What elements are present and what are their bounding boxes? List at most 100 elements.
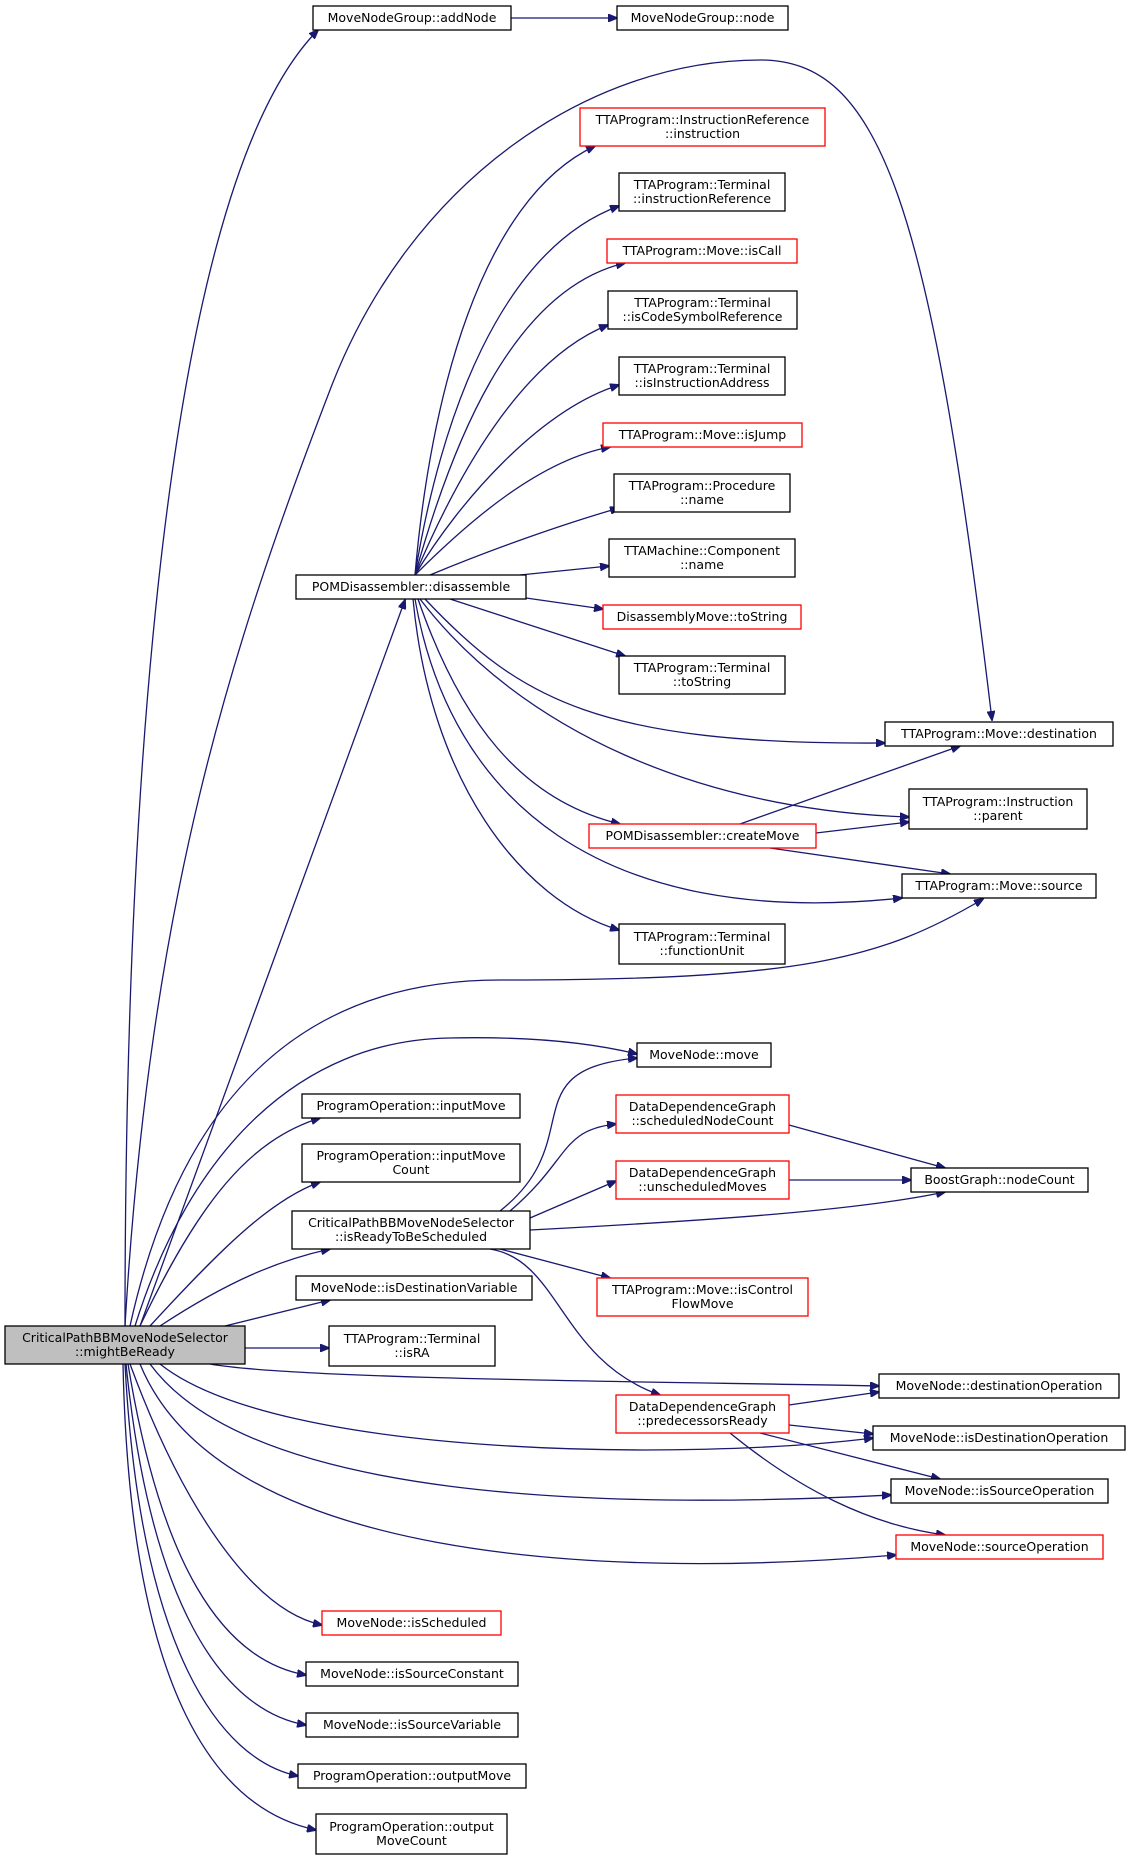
edge-root-to-isSourceOperation [149, 1363, 891, 1501]
node-outputMove[interactable]: ProgramOperation::outputMove [297, 1763, 527, 1789]
edge-root-to-isDestinationVariable [224, 1300, 330, 1327]
node-predecessorsReady[interactable]: DataDependenceGraph::predecessorsReady [615, 1394, 790, 1434]
node-instructionReference[interactable]: TTAProgram::Terminal::instructionReferen… [618, 172, 786, 212]
node-isSourceVariable[interactable]: MoveNode::isSourceVariable [305, 1712, 519, 1738]
node-label: TTAProgram::Move::isJump [618, 427, 787, 442]
node-createMove[interactable]: POMDisassembler::createMove [588, 823, 817, 849]
edge-root-to-inputMoveCount [149, 1182, 320, 1327]
node-label: MoveNode::isSourceVariable [323, 1717, 501, 1732]
node-isCodeSymbolReference[interactable]: TTAProgram::Terminal::isCodeSymbolRefere… [607, 290, 798, 330]
node-label: MoveNode::destinationOperation [896, 1378, 1103, 1393]
node-label: DataDependenceGraph [629, 1099, 776, 1114]
edge-root-to-destination [124, 59, 992, 1327]
node-label: TTAProgram::Terminal [633, 929, 771, 944]
node-box [901, 873, 1097, 899]
node-box [618, 655, 786, 695]
node-label: MoveNode::isSourceConstant [320, 1666, 504, 1681]
node-label: MoveNode::isDestinationOperation [890, 1430, 1109, 1445]
edge-root-to-isDestinationOperation [159, 1363, 873, 1451]
node-box [579, 107, 826, 147]
node-node[interactable]: MoveNodeGroup::node [616, 5, 789, 31]
node-isDestinationVariable[interactable]: MoveNode::isDestinationVariable [295, 1275, 533, 1301]
node-isDestinationOperation[interactable]: MoveNode::isDestinationOperation [872, 1425, 1126, 1451]
node-box [295, 1275, 533, 1301]
node-label: TTAProgram::Move::isControl [611, 1282, 793, 1297]
node-label: TTAProgram::Terminal [343, 1331, 481, 1346]
edge-disassemble-to-instructionReference [414, 206, 619, 576]
edge-createMove-to-destination [739, 746, 960, 825]
node-label: DataDependenceGraph [629, 1399, 776, 1414]
edge-root-to-addNode [124, 30, 318, 1327]
node-instruction[interactable]: TTAProgram::InstructionReference::instru… [579, 107, 826, 147]
edge-createMove-to-parent [815, 822, 909, 834]
node-functionUnit[interactable]: TTAProgram::Terminal::functionUnit [618, 923, 786, 965]
node-label: TTAProgram::Terminal [633, 660, 771, 675]
edge-isReadyToBeScheduled-to-move [499, 1058, 637, 1212]
edge-root-to-disassemble [139, 600, 405, 1327]
edge-isReadyToBeScheduled-to-predecessorsReady [489, 1248, 660, 1395]
node-label: ::instructionReference [633, 191, 771, 206]
edge-disassemble-to-compName [519, 566, 609, 576]
node-procName[interactable]: TTAProgram::Procedure::name [613, 473, 791, 513]
node-destinationOperation[interactable]: MoveNode::destinationOperation [878, 1373, 1120, 1399]
node-label: ::unscheduledMoves [638, 1179, 766, 1194]
edge-disassemble-to-isInstructionAddress [414, 385, 619, 576]
node-dmToString[interactable]: DisassemblyMove::toString [602, 604, 802, 630]
node-parent[interactable]: TTAProgram::Instruction::parent [908, 788, 1088, 830]
node-destination[interactable]: TTAProgram::Move::destination [884, 721, 1114, 747]
node-unscheduledMoves[interactable]: DataDependenceGraph::unscheduledMoves [615, 1160, 790, 1200]
node-box [618, 356, 786, 396]
edge-root-to-outputMoveCount [122, 1363, 316, 1830]
node-sourceOperation[interactable]: MoveNode::sourceOperation [895, 1534, 1104, 1560]
node-isScheduled[interactable]: MoveNode::isScheduled [321, 1610, 502, 1636]
node-isCall[interactable]: TTAProgram::Move::isCall [606, 238, 798, 264]
node-source[interactable]: TTAProgram::Move::source [901, 873, 1097, 899]
edge-predecessorsReady-to-isSourceOperation [759, 1432, 940, 1479]
node-isSourceOperation[interactable]: MoveNode::isSourceOperation [890, 1478, 1109, 1504]
node-addNode[interactable]: MoveNodeGroup::addNode [312, 5, 512, 31]
node-box [908, 788, 1088, 830]
node-box [615, 1394, 790, 1434]
node-label: DisassemblyMove::toString [617, 609, 788, 624]
node-isRA[interactable]: TTAProgram::Terminal::isRA [328, 1325, 496, 1367]
node-isSourceConstant[interactable]: MoveNode::isSourceConstant [305, 1661, 519, 1687]
node-label: MoveNodeGroup::node [631, 10, 775, 25]
node-root[interactable]: CriticalPathBBMoveNodeSelector::mightBeR… [4, 1325, 246, 1365]
node-nodeCount[interactable]: BoostGraph::nodeCount [910, 1167, 1089, 1193]
node-box [312, 5, 512, 31]
node-box [618, 923, 786, 965]
node-inputMove[interactable]: ProgramOperation::inputMove [301, 1093, 521, 1119]
node-label: MoveCount [376, 1833, 447, 1848]
edge-root-to-outputMove [124, 1363, 298, 1776]
node-box [297, 1763, 527, 1789]
node-disassemble[interactable]: POMDisassembler::disassemble [295, 574, 527, 600]
edge-root-to-isReadyToBeScheduled [159, 1249, 330, 1327]
node-scheduledNodeCount[interactable]: DataDependenceGraph::scheduledNodeCount [615, 1094, 790, 1134]
edge-isReadyToBeScheduled-to-isControlFlowMove [499, 1248, 610, 1278]
node-box [615, 1094, 790, 1134]
node-box [315, 1813, 508, 1855]
node-label: TTAProgram::Move::isCall [621, 243, 781, 258]
node-box [878, 1373, 1120, 1399]
node-termToString[interactable]: TTAProgram::Terminal::toString [618, 655, 786, 695]
edge-root-to-isScheduled [129, 1363, 322, 1625]
node-isJump[interactable]: TTAProgram::Move::isJump [602, 422, 803, 448]
node-box [884, 721, 1114, 747]
node-box [636, 1042, 772, 1068]
node-compName[interactable]: TTAMachine::Component::name [608, 538, 796, 578]
node-move[interactable]: MoveNode::move [636, 1042, 772, 1068]
edge-isReadyToBeScheduled-to-unscheduledMoves [529, 1181, 616, 1219]
edge-root-to-source [129, 899, 983, 1327]
node-label: ::isCodeSymbolReference [623, 309, 783, 324]
node-label: ProgramOperation::inputMove [316, 1148, 505, 1163]
edge-disassemble-to-isCodeSymbolReference [414, 325, 608, 576]
node-isReadyToBeScheduled[interactable]: CriticalPathBBMoveNodeSelector::isReadyT… [291, 1210, 531, 1250]
node-label: TTAProgram::Move::source [914, 878, 1083, 893]
node-box [895, 1534, 1104, 1560]
node-isInstructionAddress[interactable]: TTAProgram::Terminal::isInstructionAddre… [618, 356, 786, 396]
node-label: BoostGraph::nodeCount [924, 1172, 1074, 1187]
